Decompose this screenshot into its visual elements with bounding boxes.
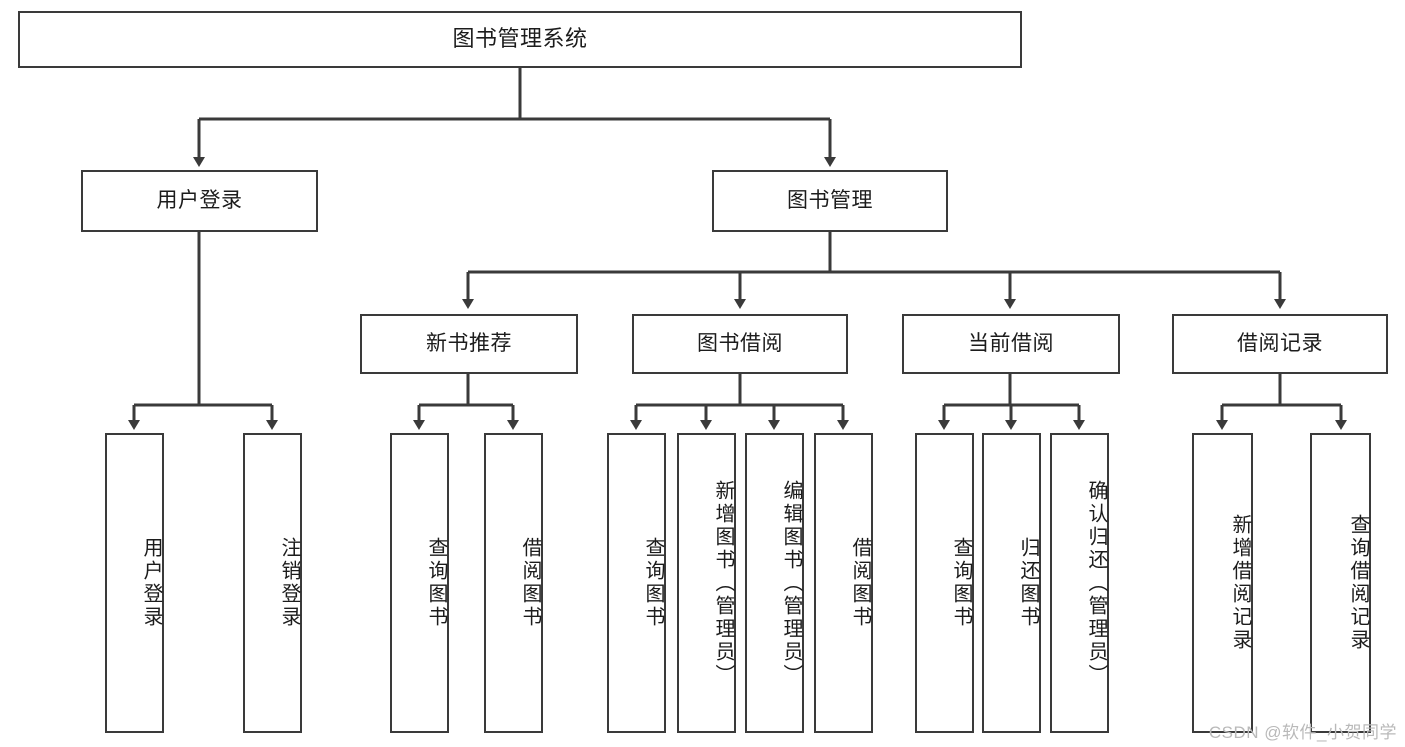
node-label: 借阅图书 (519, 537, 541, 629)
node-label: 确认归还（管理员） (1085, 479, 1107, 687)
node-new-book-recommend[interactable]: 新书推荐 (360, 314, 578, 374)
node-label: 归还图书 (1017, 537, 1039, 629)
node-label: 注销登录 (278, 537, 300, 629)
node-current-borrow[interactable]: 当前借阅 (902, 314, 1120, 374)
node-leaf-borrow-book[interactable]: 借阅图书 (814, 433, 873, 733)
node-label: 查询借阅记录 (1347, 514, 1369, 652)
node-label: 查询图书 (642, 537, 664, 629)
node-label: 新增图书（管理员） (712, 479, 734, 687)
node-root-library-system[interactable]: 图书管理系统 (18, 11, 1022, 68)
node-book-borrow[interactable]: 图书借阅 (632, 314, 848, 374)
node-leaf-query-book-borrow[interactable]: 查询图书 (607, 433, 666, 733)
node-label: 用户登录 (140, 537, 162, 629)
node-user-login[interactable]: 用户登录 (81, 170, 318, 232)
node-leaf-query-book-recommend[interactable]: 查询图书 (390, 433, 449, 733)
node-leaf-edit-book-admin[interactable]: 编辑图书（管理员） (745, 433, 804, 733)
node-leaf-add-book-admin[interactable]: 新增图书（管理员） (677, 433, 736, 733)
node-leaf-user-login[interactable]: 用户登录 (105, 433, 164, 733)
node-label: 新书推荐 (426, 332, 512, 356)
node-label: 用户登录 (156, 189, 243, 213)
node-leaf-confirm-return-admin[interactable]: 确认归还（管理员） (1050, 433, 1109, 733)
node-label: 图书借阅 (697, 332, 783, 356)
csdn-watermark: CSDN @软件_小贺同学 (1208, 723, 1397, 742)
node-label: 查询图书 (425, 537, 447, 629)
node-label: 图书管理系统 (452, 26, 588, 52)
node-leaf-borrow-book-recommend[interactable]: 借阅图书 (484, 433, 543, 733)
node-leaf-query-borrow-record[interactable]: 查询借阅记录 (1310, 433, 1371, 733)
node-label: 查询图书 (950, 537, 972, 629)
node-label: 新增借阅记录 (1229, 514, 1251, 652)
node-label: 当前借阅 (968, 332, 1054, 356)
node-book-management[interactable]: 图书管理 (712, 170, 948, 232)
node-leaf-return-book[interactable]: 归还图书 (982, 433, 1041, 733)
node-label: 借阅记录 (1237, 332, 1323, 356)
node-label: 编辑图书（管理员） (780, 479, 802, 687)
node-label: 借阅图书 (849, 537, 871, 629)
node-leaf-query-book-current[interactable]: 查询图书 (915, 433, 974, 733)
node-borrow-record[interactable]: 借阅记录 (1172, 314, 1388, 374)
node-label: 图书管理 (787, 189, 873, 213)
node-leaf-add-borrow-record[interactable]: 新增借阅记录 (1192, 433, 1253, 733)
node-leaf-logout[interactable]: 注销登录 (243, 433, 302, 733)
